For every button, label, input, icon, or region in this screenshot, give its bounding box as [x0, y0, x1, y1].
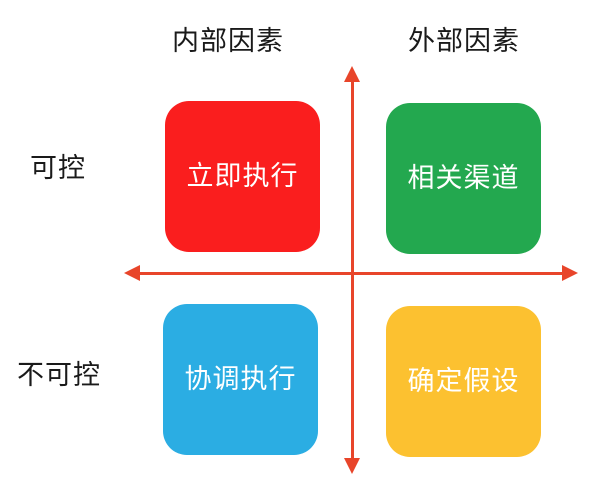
arrow-up-icon: [344, 66, 360, 82]
row-label-uncontrollable: 不可控: [17, 360, 101, 391]
row-label-controllable: 可控: [30, 153, 86, 184]
quadrant-label: 协调执行: [184, 364, 297, 395]
arrow-right-icon: [562, 265, 578, 281]
quadrant-box-determine-assumptions[interactable]: 确定假设: [386, 306, 541, 457]
column-label-internal: 内部因素: [172, 26, 284, 57]
arrow-left-icon: [124, 265, 140, 281]
vertical-axis-line: [351, 80, 354, 470]
arrow-down-icon: [344, 458, 360, 474]
quadrant-box-relevant-channels[interactable]: 相关渠道: [386, 103, 541, 254]
quadrant-label: 相关渠道: [407, 163, 520, 194]
quadrant-label: 确定假设: [407, 366, 520, 397]
quadrant-label: 立即执行: [186, 161, 299, 192]
column-label-external: 外部因素: [408, 26, 520, 57]
quadrant-box-coordinated-execution[interactable]: 协调执行: [163, 304, 318, 455]
quadrant-box-immediate-execution[interactable]: 立即执行: [165, 101, 320, 252]
